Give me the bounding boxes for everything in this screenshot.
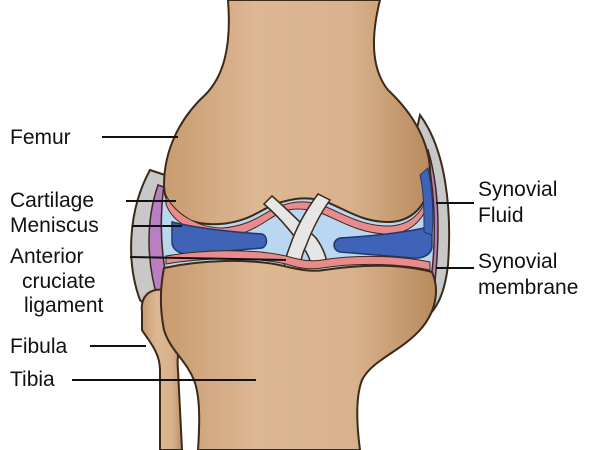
femur-label: Femur <box>10 126 71 150</box>
acl-label-line3: ligament <box>24 294 103 318</box>
fibula-label: Fibula <box>10 335 67 359</box>
synovial-fluid-label-line2: Fluid <box>478 204 524 228</box>
acl-label-line1: Anterior <box>10 245 84 269</box>
tibia <box>161 261 436 450</box>
synovial-membrane-label-line2: membrane <box>478 276 578 300</box>
femur <box>164 0 430 224</box>
synovial-membrane-label-line1: Synovial <box>478 250 557 274</box>
synovial-fluid-label-line1: Synovial <box>478 178 557 202</box>
meniscus-label: Meniscus <box>10 214 99 238</box>
acl-label-line2: cruciate <box>22 270 96 294</box>
tibia-label: Tibia <box>10 368 55 392</box>
cartilage-label: Cartilage <box>10 189 94 213</box>
